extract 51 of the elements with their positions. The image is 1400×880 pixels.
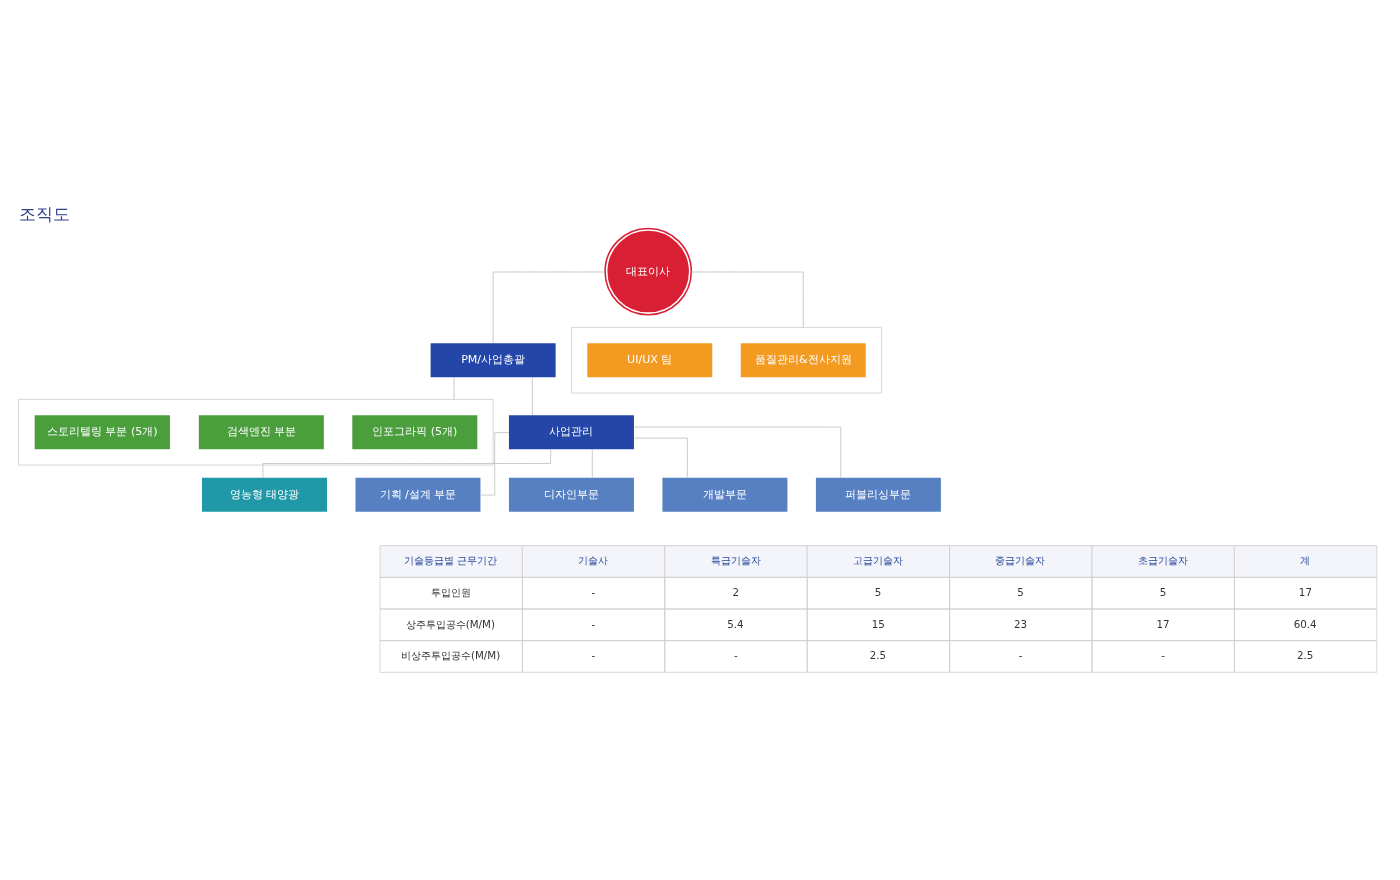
label: - [591,617,596,630]
label: 고급기술자 [853,553,904,566]
label: 5 [874,585,882,598]
label: 특급기술자 [710,553,761,566]
label: 계 [1300,553,1311,566]
cluster [18,398,494,465]
label: 17 [1156,617,1170,630]
node-box: 퍼블리싱부문 [815,477,941,512]
connector [633,426,842,478]
label: - [1018,648,1023,661]
label: 5 [1159,585,1167,598]
label: 5 [1017,585,1024,598]
node-box: 영농형 태양광 [202,477,327,512]
node-box: 품질관리&전사지원 [740,342,866,377]
node-box: UI/UX 팀 [587,342,713,377]
node-box: 기획 /설계 부문 [355,477,481,512]
connector [633,437,688,478]
label: 상주투입공수(M/M) [405,617,495,630]
node-box: 인포그라픽 (5개) [352,414,478,449]
label: 5.4 [727,617,744,630]
connector [262,448,551,478]
diagram-title: 조직도 [19,203,71,224]
label: 2.5 [1296,648,1314,661]
label: 비상주투입공수(M/M) [400,648,501,661]
label: 60.4 [1293,617,1317,630]
connector [691,271,804,328]
node-box: 스토리텔링 부분 (5개) [34,414,170,449]
label: 17 [1298,585,1312,598]
label: - [591,585,596,598]
label: 2 [732,585,739,598]
node-box: 디자인부문 [508,477,634,512]
cluster [571,326,882,393]
connector [480,431,510,495]
node-box: 개발부문 [662,477,788,512]
connector [591,448,593,478]
label: 투입인원 [430,585,471,598]
connector [531,376,533,415]
label: 기술등급별 근무기간 [404,553,498,566]
label: 초급기술자 [1137,553,1188,566]
label: 15 [871,617,885,630]
label: 중급기술자 [995,553,1046,566]
label: - [591,648,596,661]
label: 2.5 [869,648,887,661]
node-box: PM/사업총괄 [430,342,556,377]
label: - [1161,648,1165,661]
label: 기술사 [578,553,609,566]
connector [492,271,606,343]
label: 23 [1014,617,1028,630]
node-box: 검색엔진 부분 [198,414,324,449]
node-box: 사업관리 [508,414,634,449]
label: - [734,648,738,661]
